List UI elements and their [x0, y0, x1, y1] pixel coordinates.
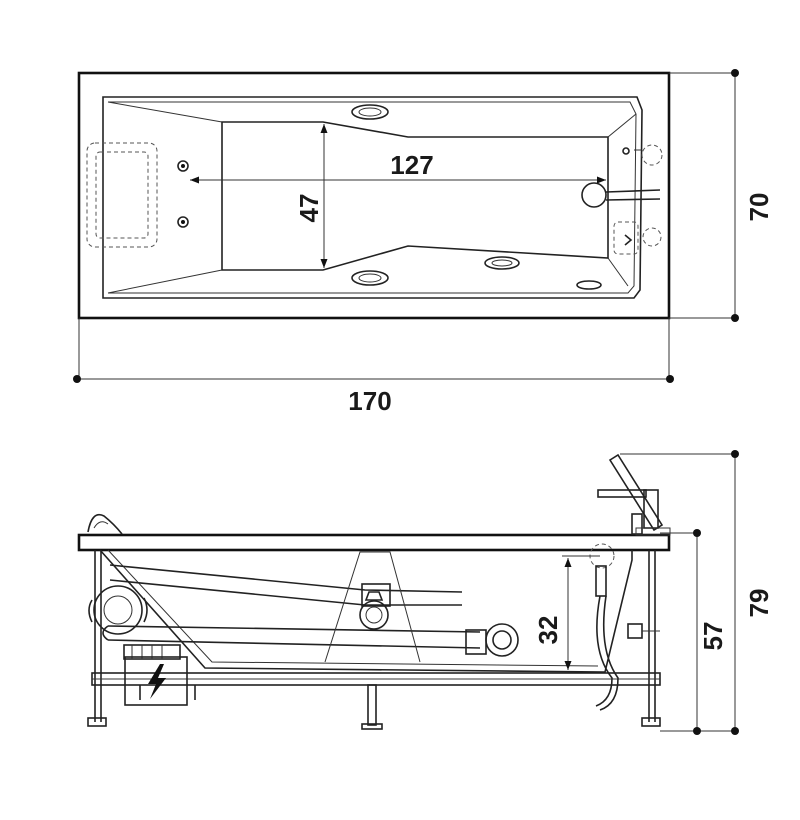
pipe-lower — [102, 623, 519, 657]
overall-width-label: 70 — [744, 193, 774, 222]
overall-width-dimension: 70 — [669, 69, 774, 322]
tub-shell-side — [99, 549, 633, 673]
jet-icon — [177, 160, 189, 172]
electrical-box — [124, 656, 188, 706]
tub-floor-outline — [221, 121, 609, 271]
rim-height-dimension: 57 — [660, 529, 738, 735]
deck-faucet-icon — [597, 453, 671, 536]
depth-dimension: 32 — [533, 555, 600, 670]
faucet-icon — [605, 144, 663, 255]
handle-icon — [351, 104, 389, 120]
connector-icon — [627, 623, 660, 639]
lightning-bolt-icon — [148, 664, 166, 699]
floor-crease-line-right-top — [607, 113, 637, 138]
overall-length-label: 170 — [348, 386, 391, 416]
support-frame — [87, 550, 661, 730]
handle-icon — [351, 270, 389, 286]
rim-height-label: 57 — [698, 622, 728, 651]
floor-crease-line — [107, 101, 223, 123]
headrest-side-icon — [87, 513, 123, 535]
faucet-hole-icon — [581, 182, 607, 208]
jet-icon — [177, 216, 189, 228]
overall-length-dimension: 170 — [73, 318, 674, 416]
headrest-inner — [95, 151, 149, 239]
floor-crease-line-right-bottom — [607, 257, 629, 287]
inner-length-dimension: 127 — [190, 150, 606, 184]
drain-icon — [484, 256, 520, 270]
tub-basin-outline — [102, 96, 643, 299]
total-height-dimension: 79 — [620, 450, 774, 735]
tub-outer-rim — [77, 71, 671, 320]
inner-width-dimension: 47 — [294, 124, 328, 268]
pump-icon — [88, 585, 181, 660]
headrest-outline — [86, 142, 158, 248]
inner-length-label: 127 — [390, 150, 433, 180]
pipe-upper — [109, 564, 463, 607]
inner-width-label: 47 — [294, 194, 324, 223]
floor-crease-line-lower — [107, 269, 223, 294]
tub-rim-side — [77, 533, 671, 552]
side-view: 32 57 79 — [77, 450, 774, 735]
drain-valve-icon — [359, 591, 389, 630]
top-view: 127 47 170 70 — [73, 69, 774, 416]
depth-label: 32 — [533, 616, 563, 645]
total-height-label: 79 — [744, 589, 774, 618]
overflow-icon — [576, 280, 602, 290]
